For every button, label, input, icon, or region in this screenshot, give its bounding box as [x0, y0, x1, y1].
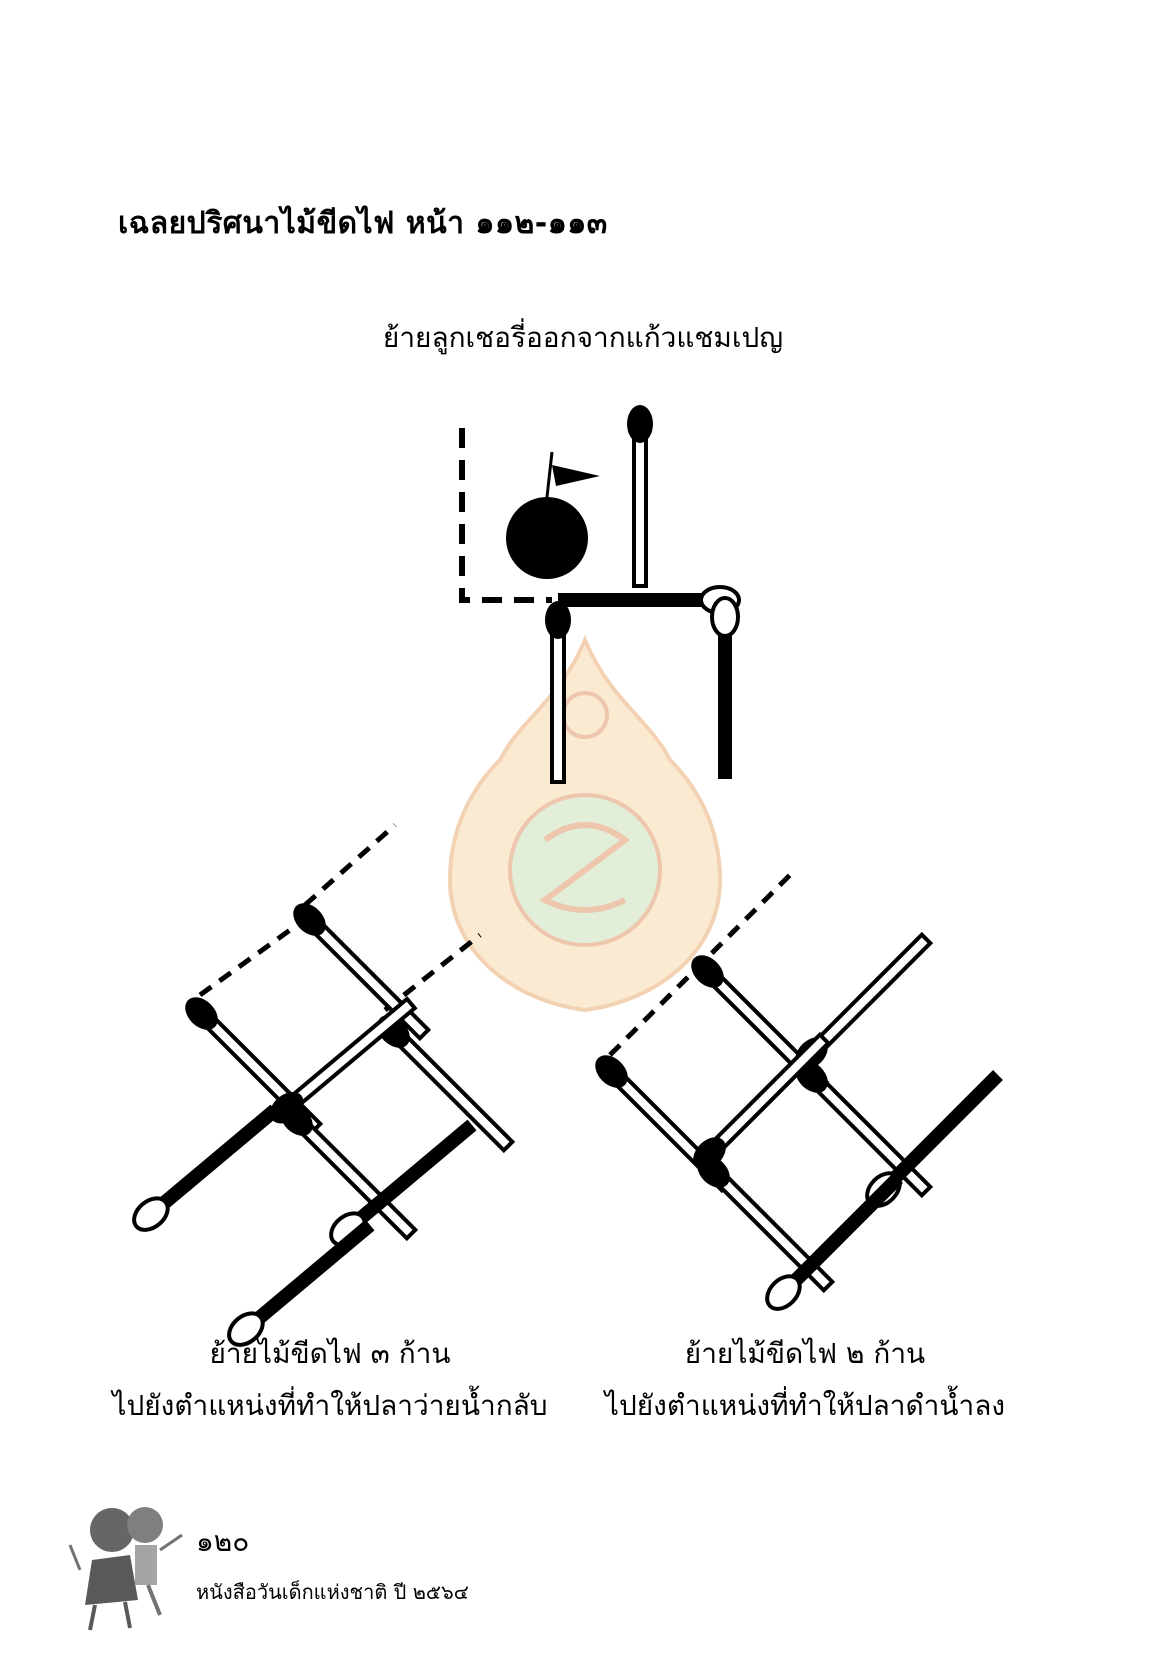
puzzle-cherry-glass — [459, 428, 600, 603]
book-name: หนังสือวันเด็กแห่งชาติ ปี ๒๕๖๔ — [196, 1580, 469, 1604]
puzzle3-caption: ย้ายไม้ขีดไฟ ๒ ก้าน ไปยังตำแหน่งที่ทำให้… — [595, 1328, 1015, 1432]
puzzle3-caption-line2: ไปยังตำแหน่งที่ทำให้ปลาดำน้ำลง — [604, 1388, 1006, 1422]
puzzle1-caption: ย้ายลูกเชอรี่ออกจากแก้วแชมเปญ — [382, 321, 784, 354]
puzzle-fish-left — [125, 823, 517, 1354]
page-title: เฉลยปริศนาไม้ขีดไฟ หน้า ๑๑๒-๑๑๓ — [118, 206, 608, 241]
cherry-icon — [506, 451, 600, 579]
puzzle2-caption-line1: ย้ายไม้ขีดไฟ ๓ ก้าน — [209, 1337, 451, 1370]
puzzle3-caption-line1: ย้ายไม้ขีดไฟ ๒ ก้าน — [684, 1337, 926, 1370]
page-number: ๑๒๐ — [196, 1525, 250, 1558]
puzzle2-caption: ย้ายไม้ขีดไฟ ๓ ก้าน ไปยังตำแหน่งที่ทำให้… — [100, 1328, 560, 1432]
puzzle-fish-right — [589, 868, 1007, 1315]
emblem-watermark-icon — [447, 634, 723, 1013]
children-illustration-icon — [68, 1507, 183, 1631]
puzzle2-caption-line2: ไปยังตำแหน่งที่ทำให้ปลาว่ายน้ำกลับ — [112, 1388, 548, 1422]
